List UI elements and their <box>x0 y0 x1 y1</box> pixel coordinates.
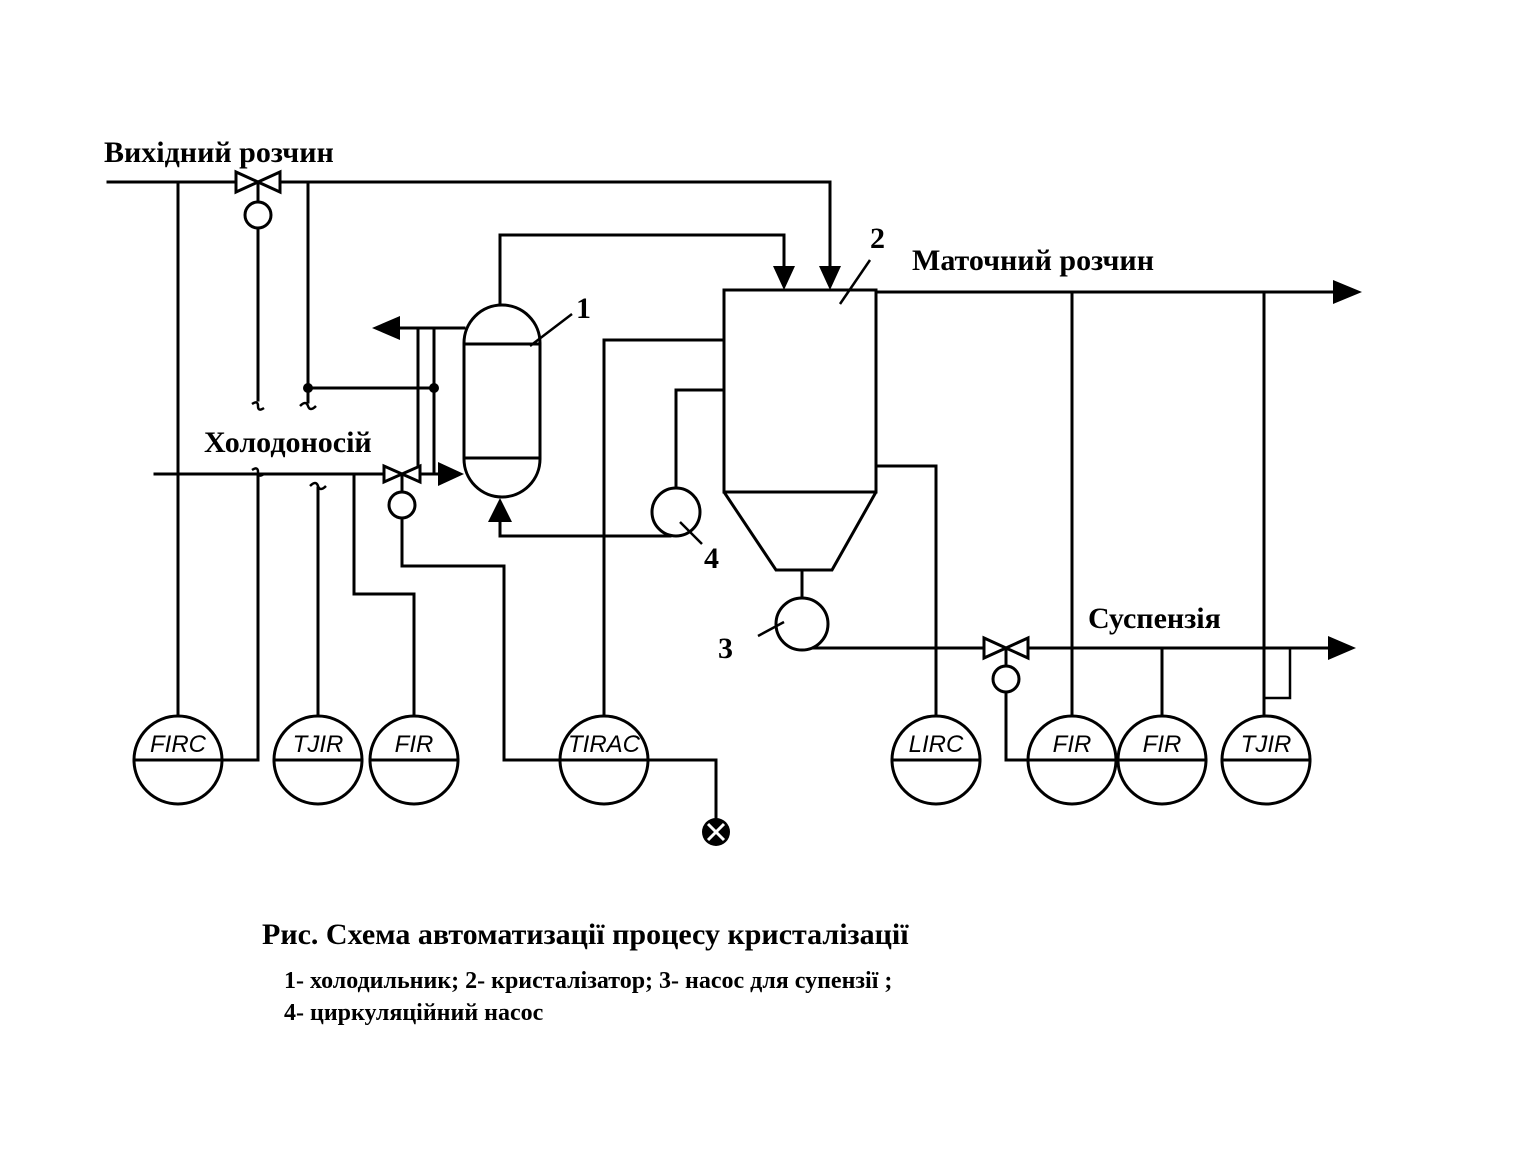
crystallizer <box>722 288 878 572</box>
suspension-label: Суспензія <box>1088 602 1221 635</box>
callout-circulation-pump: 4 <box>704 542 719 575</box>
callout-crystallizer: 2 <box>870 222 885 255</box>
figure-caption-title: Рис. Схема автоматизації процесу кристал… <box>262 918 909 951</box>
instrument-fir-1: FIR <box>368 714 460 806</box>
mother-liquor-label: Маточний розчин <box>912 244 1154 277</box>
instrument-lirc: LIRC <box>890 714 982 806</box>
input-solution-line <box>106 180 841 290</box>
suspension-pump <box>774 596 830 652</box>
coolant-inlet-line <box>153 462 464 486</box>
input-solution-label: Вихідний розчин <box>104 136 334 169</box>
coolant-control-valve <box>382 463 422 520</box>
instrument-tjir-1: TJIR <box>272 714 364 806</box>
alarm-lamp-icon <box>702 818 730 846</box>
cooler-outlet-line <box>498 233 795 307</box>
instrument-tag: TJIR <box>1241 731 1292 758</box>
instrument-tjir-2: TJIR <box>1220 714 1312 806</box>
mother-liquor-line <box>874 280 1362 304</box>
instrument-firc: FIRC <box>132 714 224 806</box>
callout-cooler: 1 <box>576 292 591 325</box>
callout-suspension-pump: 3 <box>718 632 733 665</box>
instrument-tag: LIRC <box>909 731 964 758</box>
instrument-tag: FIR <box>1053 731 1092 758</box>
circulation-loop <box>488 388 726 538</box>
instrument-tirac: TIRAC <box>558 714 650 806</box>
suspension-control-valve <box>982 635 1030 694</box>
circulation-pump <box>650 486 702 538</box>
instrument-tag: TJIR <box>293 731 344 758</box>
figure-caption-legend-1: 1- холодильник; 2- кристалізатор; 3- нас… <box>284 968 893 994</box>
instrument-tag: TIRAC <box>568 731 641 758</box>
coolant-outlet-line <box>372 316 466 476</box>
cooler <box>462 303 542 499</box>
instrument-fir-3: FIR <box>1116 714 1208 806</box>
instrument-tag: FIR <box>395 731 434 758</box>
figure-caption-legend-2: 4- циркуляційний насос <box>284 1000 544 1026</box>
instrument-tag: FIR <box>1143 731 1182 758</box>
input-control-valve <box>234 169 282 411</box>
signal-lines <box>176 180 1292 820</box>
instrument-tag: FIRC <box>150 731 207 758</box>
callout-leaders <box>529 259 872 638</box>
coolant-label: Холодоносій <box>204 426 372 459</box>
instrument-fir-2: FIR <box>1026 714 1118 806</box>
